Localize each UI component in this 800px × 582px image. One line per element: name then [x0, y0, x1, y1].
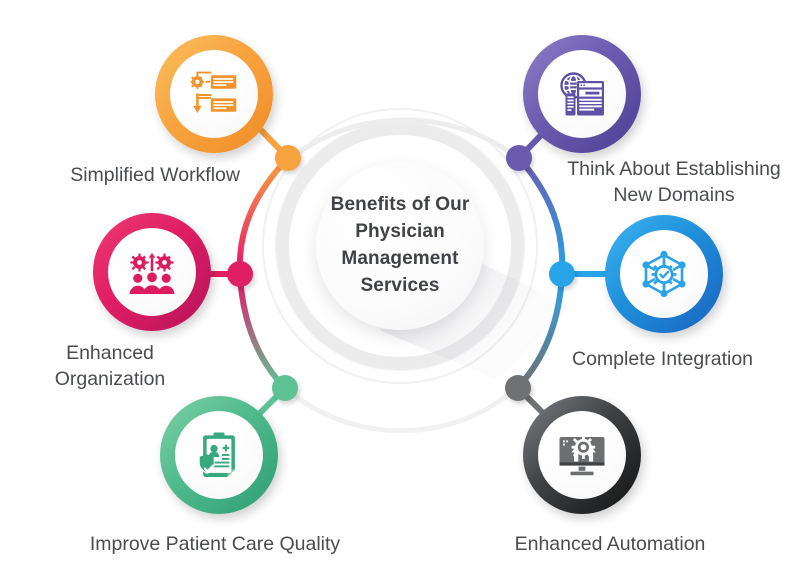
icon-holder [170, 50, 258, 138]
arc-bottom-faint [286, 388, 516, 434]
node-dot-complete-integration[interactable] [549, 261, 575, 287]
node-new-domains[interactable] [523, 35, 641, 153]
ring-purple [523, 35, 641, 153]
node-complete-integration[interactable] [605, 215, 723, 333]
node-enhanced-automation[interactable] [523, 396, 641, 514]
arc-blue-gray [516, 273, 565, 389]
network-nodes-check-icon [642, 250, 686, 298]
arc-top-faint [292, 117, 517, 158]
node-dot-enhanced-organization[interactable] [227, 261, 253, 287]
icon-holder [108, 228, 196, 316]
node-improve-patient-care-quality[interactable] [160, 396, 278, 514]
globe-browser-icon [560, 72, 604, 116]
node-simplified-workflow[interactable] [155, 35, 273, 153]
arc-pink-green [237, 273, 286, 389]
center-disc: Benefits of Our Physician Management Ser… [316, 162, 484, 330]
label-enhanced-automation: Enhanced Automation [514, 533, 706, 555]
center-outer-ring [262, 108, 538, 384]
arc-purple-blue [516, 155, 566, 275]
ring-blue [605, 215, 723, 333]
center-title: Benefits of Our Physician Management Ser… [330, 194, 470, 296]
node-enhanced-organization[interactable] [93, 213, 211, 331]
monitor-gear-arrows-icon [559, 435, 605, 476]
node-dot-improve-patient-care-quality[interactable] [272, 375, 298, 401]
ring-pink [93, 213, 211, 331]
ring-orange [155, 35, 273, 153]
icon-holder [538, 50, 626, 138]
arc-orange-pink [236, 155, 291, 275]
node-dot-new-domains[interactable] [506, 145, 532, 171]
medical-clipboard-shield-icon [199, 432, 235, 477]
icon-holder [175, 411, 263, 499]
label-new-domains: Think About Establishing New Domains [567, 158, 781, 207]
workflow-gear-icon [190, 71, 237, 113]
ring-green [160, 396, 278, 514]
label-improve-patient-care-quality: Improve Patient Care Quality [89, 533, 341, 555]
label-enhanced-organization: Enhanced Organization [54, 342, 166, 391]
team-gears-icon [129, 253, 175, 294]
ring-gray [523, 396, 641, 514]
node-dot-enhanced-automation[interactable] [505, 375, 531, 401]
icon-holder [620, 230, 708, 318]
icon-holder [538, 411, 626, 499]
label-complete-integration: Complete Integration [572, 348, 754, 370]
node-dot-simplified-workflow[interactable] [275, 145, 301, 171]
label-simplified-workflow: Simplified Workflow [70, 164, 240, 186]
